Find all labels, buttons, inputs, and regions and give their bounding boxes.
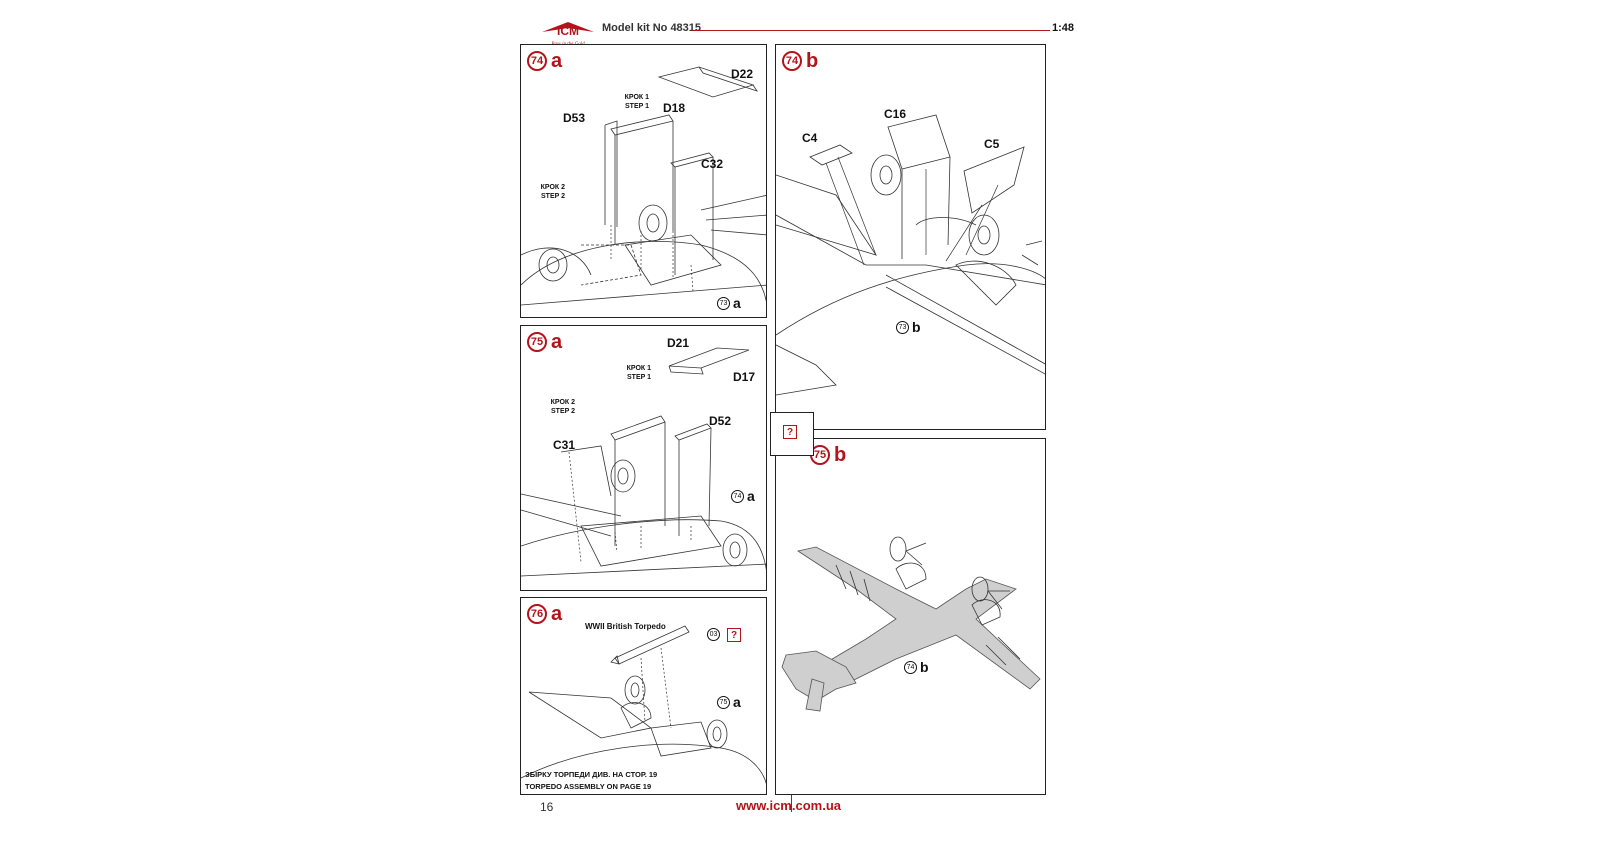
part-label: D18 [663, 101, 686, 115]
part-label: C5 [984, 137, 1000, 151]
unknown-icon: ? [727, 628, 741, 642]
part-label: D53 [563, 111, 586, 125]
part-label: C31 [553, 438, 576, 452]
kit-number: Model kit No 48315 [602, 22, 702, 34]
reference-circle: 75 [717, 695, 730, 709]
reference-circle: 74 [731, 489, 744, 503]
step-number-circle: 74 [527, 51, 547, 71]
reference-circle: 74 [904, 660, 917, 674]
step-letter: a [551, 603, 563, 625]
step-letter: a [551, 331, 563, 353]
torpedo-reference: 03 [707, 628, 720, 641]
reference-letter: a [733, 295, 741, 311]
reference-circle: 73 [717, 296, 730, 310]
step-letter: b [834, 444, 847, 466]
scale-label: 1:48 [1052, 22, 1075, 34]
step-number-circle: 75 [527, 332, 547, 352]
part-label: D52 [709, 414, 732, 428]
step-74a-header: 74 a [527, 51, 562, 71]
panel-75b: 75 b 74 b [775, 438, 1046, 795]
step-75a-header: 75 a [527, 332, 562, 352]
part-label: D22 [731, 67, 754, 81]
assembly-drawing-74a [521, 66, 766, 306]
panel-75a: 75 a D21 D17 D52 C31 КР [520, 325, 767, 591]
assembly-drawing-74b [776, 114, 1045, 396]
torpedo-note-en: TORPEDO ASSEMBLY ON PAGE 19 [525, 782, 652, 791]
torpedo-note-ua: ЗБІРКУ ТОРПЕДИ ДИВ. НА СТОР. 19 [525, 770, 658, 779]
logo-text: ICM [557, 24, 579, 38]
reference-73b: 73 b [896, 319, 921, 335]
step-number-circle: 74 [782, 51, 802, 71]
panel-74b: 74 b [775, 44, 1046, 430]
reference-75a: 75 a [717, 694, 741, 710]
reference-circle: 03 [707, 628, 720, 641]
reference-letter: b [920, 659, 929, 675]
reference-letter: a [733, 694, 741, 710]
reference-letter: a [747, 488, 755, 504]
reference-74b: 74 b [904, 659, 929, 675]
header-rule [692, 30, 1050, 31]
part-label: D21 [667, 336, 690, 350]
unknown-icon: ? [783, 425, 797, 439]
step-number-circle: 76 [527, 604, 547, 624]
part-label: C32 [701, 157, 724, 171]
assembly-drawing-76a [521, 625, 766, 785]
torpedo-title: WWII British Torpedo [585, 622, 666, 631]
step-76a-header: 76 a [527, 604, 562, 624]
unknown-callout: ? [770, 412, 814, 456]
part-label: C16 [884, 107, 907, 121]
reference-73a: 73 a [717, 295, 741, 311]
aircraft-assembled-75b [781, 536, 1041, 712]
reference-letter: b [912, 319, 921, 335]
panel-76a: 76 a WWII British Torpedo 03 ? 75 [520, 597, 767, 795]
website-link[interactable]: www.icm.com.ua [736, 798, 841, 813]
step-74b-header: 74 b [782, 51, 818, 71]
step-letter: a [551, 50, 563, 72]
assembly-drawing-75a [521, 347, 766, 577]
reference-74a: 74 a [731, 488, 755, 504]
page-number: 16 [540, 800, 554, 814]
step-letter: b [806, 50, 819, 72]
instruction-page: ICM Pass in the Gold Model kit No 48315 … [520, 14, 1080, 850]
part-label: D17 [733, 370, 756, 384]
step-75b-header: 75 b [810, 445, 846, 465]
reference-circle: 73 [896, 320, 909, 334]
part-label: C4 [802, 131, 818, 145]
